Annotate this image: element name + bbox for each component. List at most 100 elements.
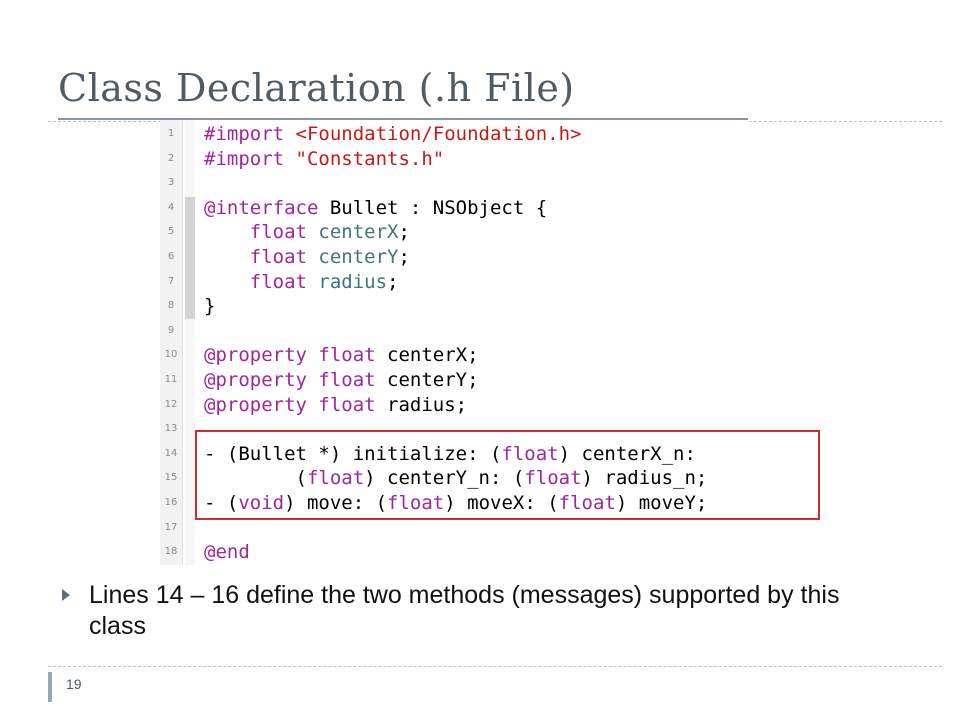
code-token: Bullet : NSObject {: [318, 196, 548, 219]
line-number-gutter: [160, 120, 183, 565]
line-number: 4: [167, 201, 175, 213]
code-keyword: float: [306, 467, 365, 490]
code-line[interactable]: 3: [160, 171, 860, 196]
code-text: #import <Foundation/Foundation.h>: [204, 123, 582, 145]
code-fold-strip: [185, 120, 195, 565]
code-token: [204, 271, 250, 293]
code-token: radius;: [375, 393, 468, 416]
code-keyword: float: [558, 492, 616, 514]
code-token: (: [204, 467, 307, 490]
code-line[interactable]: 12 @property float radius;: [160, 393, 860, 418]
code-token: ) moveY;: [615, 492, 708, 514]
code-keyword: @property: [204, 369, 307, 391]
code-token: ) radius_n;: [581, 467, 708, 490]
line-number: 10: [164, 349, 178, 361]
method-highlight-box: [195, 430, 820, 520]
code-keyword: float: [318, 344, 376, 367]
code-line[interactable]: 11 @property float centerY;: [160, 368, 860, 393]
code-text: }: [204, 295, 215, 317]
code-text: @property float centerY;: [204, 369, 479, 391]
code-line[interactable]: 2 #import "Constants.h": [160, 147, 860, 172]
code-string: "Constants.h": [295, 147, 445, 170]
bottom-divider: [48, 666, 942, 667]
code-ivar: centerX: [306, 221, 399, 244]
code-token: [307, 394, 318, 416]
code-token: ) move: (: [284, 492, 388, 514]
page-number: 19: [66, 676, 82, 692]
line-number: 5: [167, 226, 175, 238]
line-number: 18: [164, 546, 178, 558]
code-string: <Foundation/Foundation.h>: [295, 123, 582, 145]
line-number: 15: [164, 472, 178, 484]
line-number: 6: [167, 251, 175, 262]
line-number: 7: [167, 275, 175, 287]
line-number: 17: [164, 521, 178, 533]
code-keyword: float: [249, 221, 307, 244]
code-keyword: @interface: [204, 196, 319, 219]
code-line[interactable]: 16 - (void) move: (float) moveX: (float) …: [160, 491, 860, 516]
line-number: 14: [164, 447, 178, 459]
code-token: ;: [398, 246, 410, 268]
code-token: ) moveX: (: [444, 492, 559, 514]
code-token: - (: [204, 492, 239, 514]
page-marker: [48, 672, 52, 702]
code-text: @property float centerX;: [204, 344, 479, 366]
line-number: 13: [164, 423, 178, 435]
code-text: @end: [204, 541, 250, 563]
title-underline: [58, 118, 748, 120]
code-line[interactable]: 7 float radius;: [160, 270, 860, 295]
code-line[interactable]: 10 @property float centerX;: [160, 343, 860, 368]
line-number: 11: [164, 374, 178, 385]
code-line[interactable]: 13: [160, 417, 860, 442]
code-line[interactable]: 14 - (Bullet *) initialize: (float) cente…: [160, 442, 860, 467]
code-line[interactable]: 9: [160, 319, 860, 344]
code-keyword: float: [249, 270, 307, 293]
triangle-bullet-icon: [62, 589, 70, 601]
bullet-text: Lines 14 – 16 define the two methods (me…: [89, 581, 840, 640]
code-line[interactable]: 15 (float) centerY_n: (float) radius_n;: [160, 466, 860, 491]
code-token: ) centerY_n: (: [364, 467, 525, 490]
line-number: 12: [164, 398, 178, 410]
code-keyword: #import: [204, 123, 296, 145]
code-token: }: [204, 295, 216, 318]
code-keyword: @property: [204, 344, 307, 367]
code-ivar: centerY: [306, 246, 399, 268]
code-token: - (Bullet *) initialize: (: [204, 442, 502, 465]
code-keyword: float: [318, 393, 376, 416]
code-keyword: @property: [204, 393, 307, 416]
code-keyword: float: [387, 492, 445, 514]
code-line[interactable]: 5 float centerX;: [160, 220, 860, 245]
code-text: - (Bullet *) initialize: (float) centerX…: [204, 443, 696, 465]
line-number: 16: [164, 497, 178, 508]
code-token: [204, 246, 250, 268]
line-number: 1: [167, 128, 175, 139]
code-text: - (void) move: (float) moveX: (float) mo…: [204, 492, 707, 514]
code-keyword: float: [524, 467, 582, 490]
code-text: (float) centerY_n: (float) radius_n;: [204, 467, 708, 490]
code-text: float centerX;: [204, 221, 410, 243]
code-fold-indicator[interactable]: [185, 197, 195, 319]
code-ivar: radius: [306, 270, 388, 293]
code-line[interactable]: 6 float centerY;: [160, 245, 860, 270]
code-line[interactable]: 4 @interface Bullet : NSObject {: [160, 196, 860, 221]
line-number: 2: [167, 152, 175, 164]
code-editor-panel: 1 #import <Foundation/Foundation.h> 2 #impo…: [160, 120, 750, 565]
code-text: float radius;: [204, 271, 399, 293]
code-token: centerX;: [375, 344, 479, 367]
code-line[interactable]: 8}: [160, 294, 860, 319]
code-line[interactable]: 1 #import <Foundation/Foundation.h>: [160, 122, 860, 147]
code-text: @property float radius;: [204, 394, 467, 416]
code-token: ;: [398, 221, 410, 244]
code-keyword: float: [318, 369, 376, 391]
code-line[interactable]: 18 @end: [160, 540, 860, 565]
code-token: ;: [387, 270, 399, 293]
code-text: #import "Constants.h": [204, 148, 444, 170]
code-keyword: #import: [204, 147, 296, 170]
line-number: 9: [167, 324, 175, 336]
code-text: float centerY;: [204, 246, 410, 268]
code-line[interactable]: 17: [160, 516, 860, 541]
code-token: [307, 369, 318, 391]
code-keyword: @end: [204, 541, 250, 564]
line-number: 3: [167, 177, 175, 189]
slide-title: Class Declaration (.h File): [58, 66, 575, 110]
